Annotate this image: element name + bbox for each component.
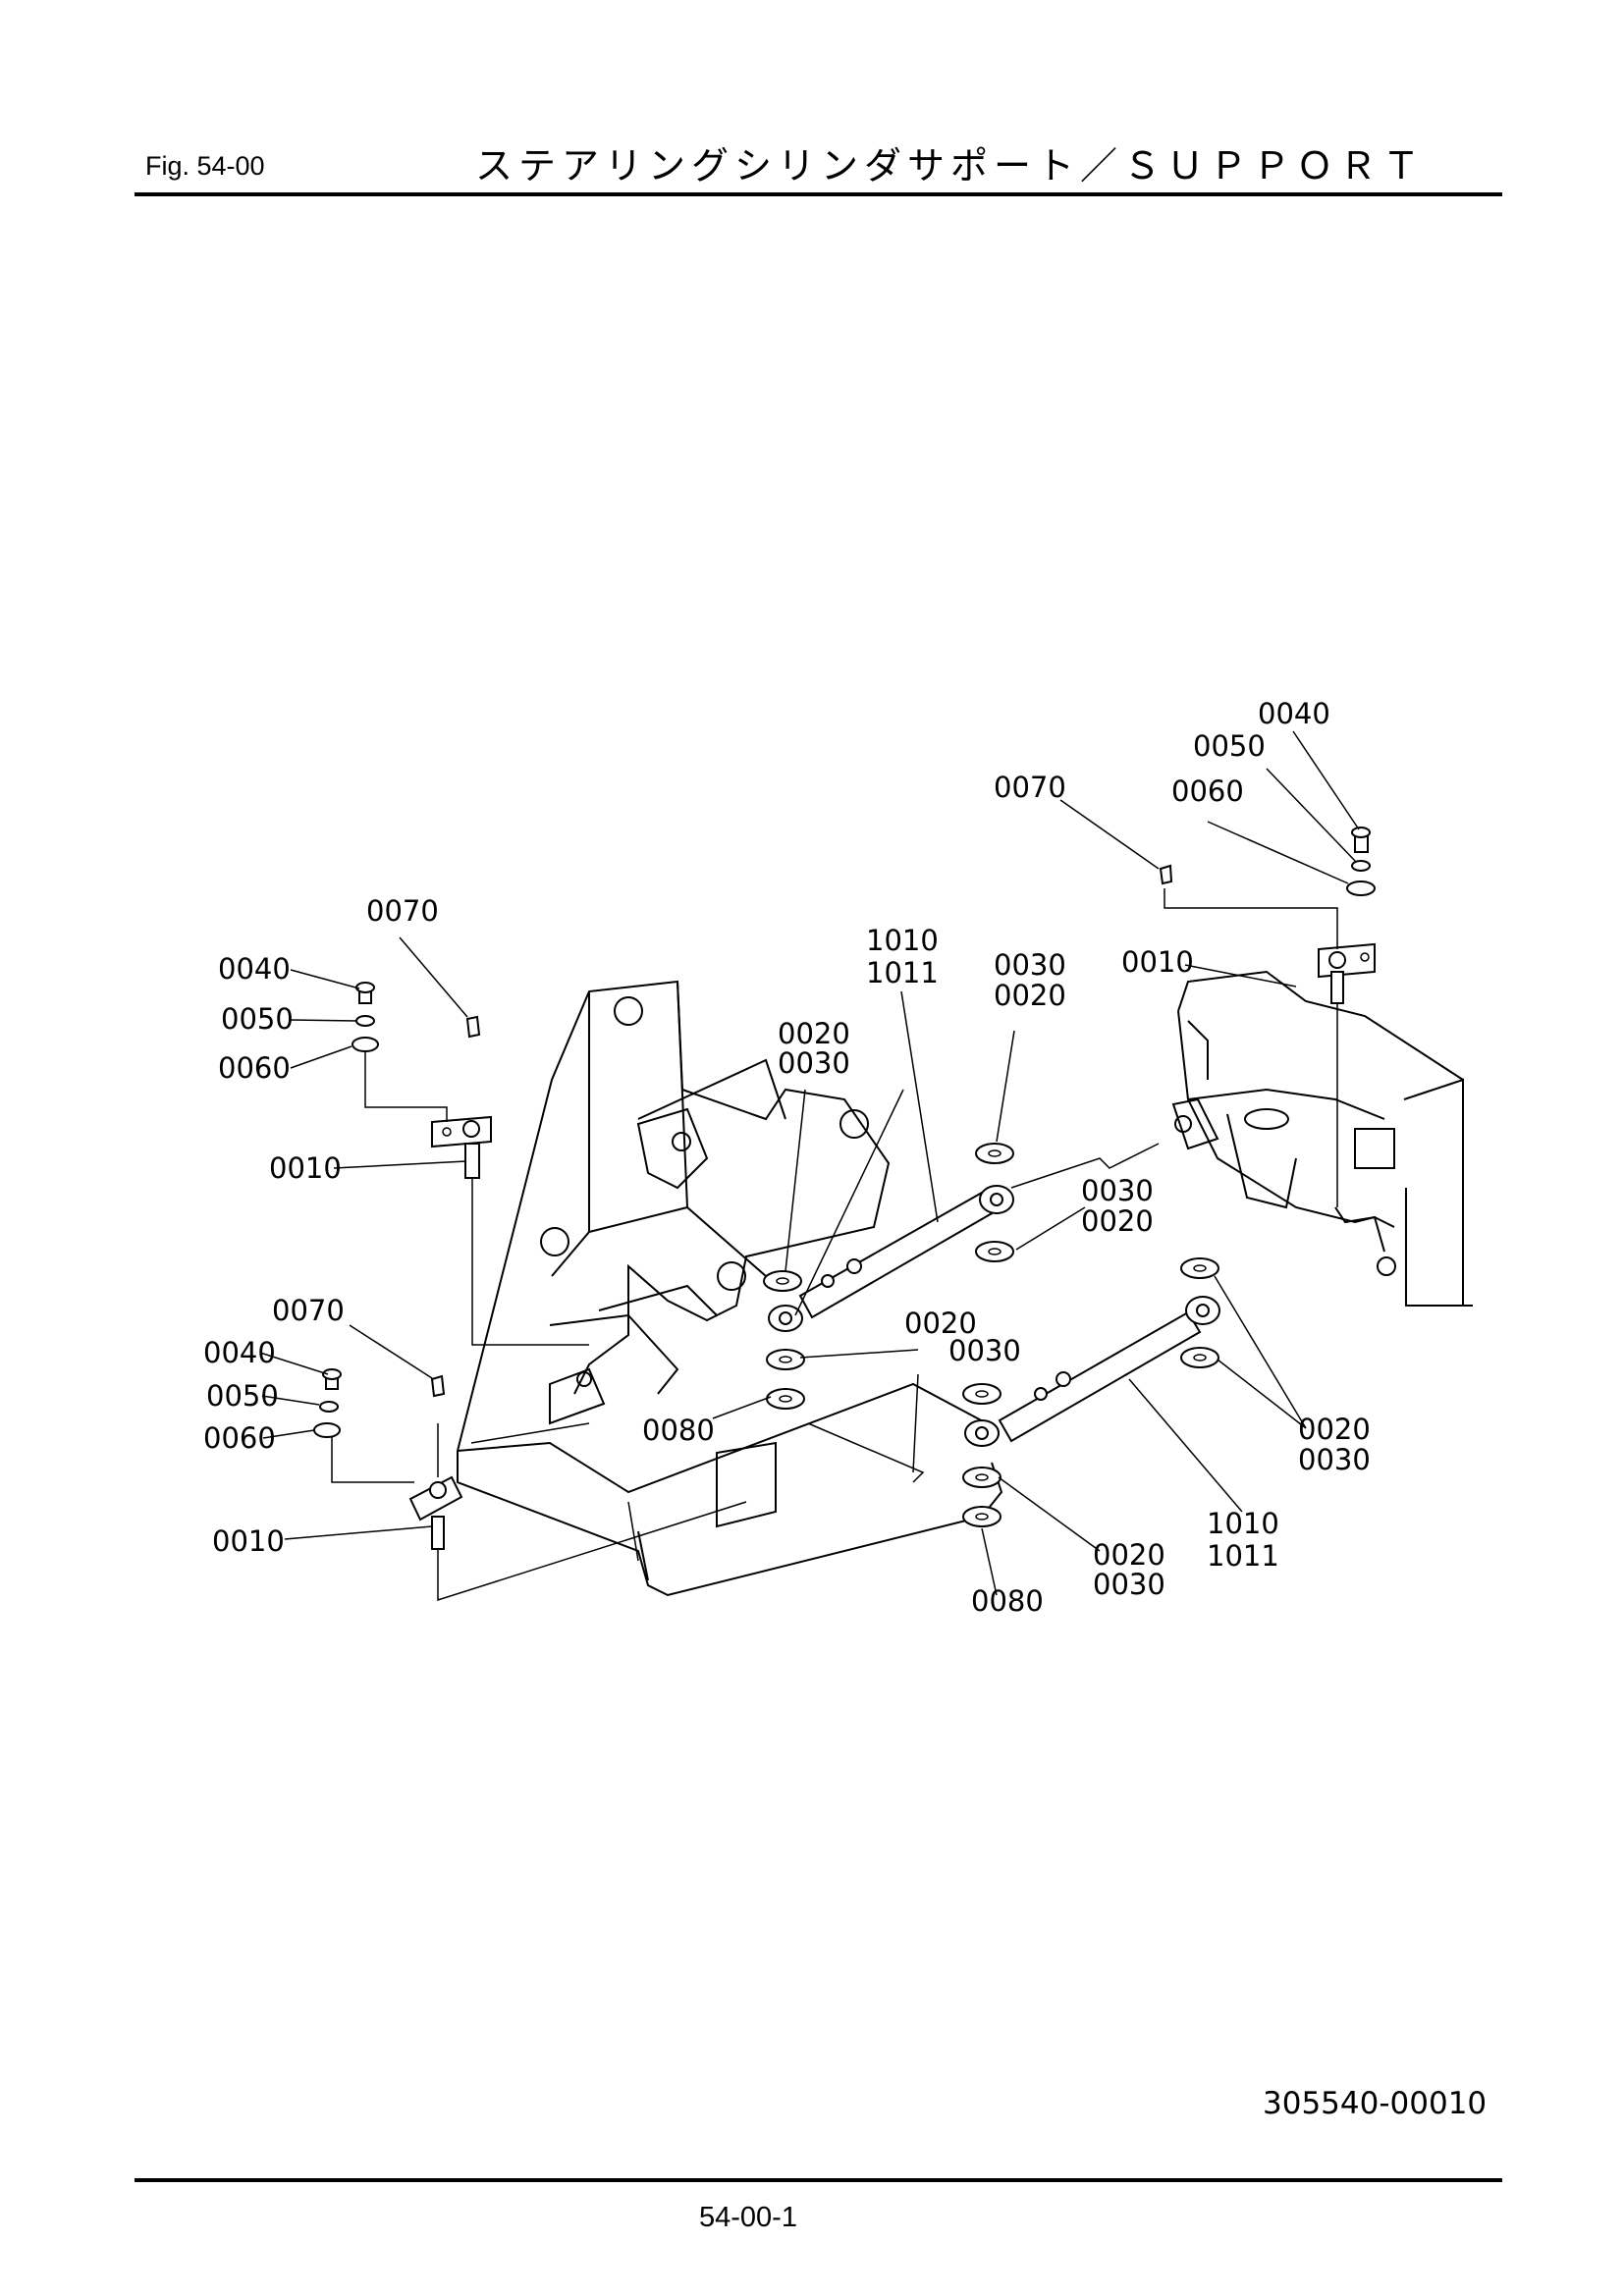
callout-tl-0010: 0010 bbox=[269, 1151, 342, 1185]
page-number: 54-00-1 bbox=[699, 2202, 797, 2233]
callout-cyl2-1010: 1010 bbox=[1207, 1507, 1279, 1540]
callout-cyl2-1011: 1011 bbox=[1207, 1539, 1279, 1573]
callout-bl-0010: 0010 bbox=[212, 1524, 285, 1558]
callout-r-0020: 0020 bbox=[1081, 1204, 1154, 1238]
callout-tl-0070: 0070 bbox=[366, 894, 439, 928]
callout-labels: 0040 0050 0070 0060 0010 0070 0040 0050 … bbox=[203, 697, 1371, 1618]
footer-rule bbox=[135, 2178, 1502, 2182]
figure-label: Fig. 54-00 bbox=[145, 151, 265, 181]
callout-tr-0060: 0060 bbox=[1171, 774, 1244, 808]
callout-tl-0060: 0060 bbox=[218, 1051, 291, 1085]
callout-ul-0020: 0020 bbox=[778, 1017, 850, 1050]
callout-bl-0060: 0060 bbox=[203, 1421, 276, 1455]
callout-tr-0010: 0010 bbox=[1121, 945, 1194, 979]
callout-b-0030: 0030 bbox=[1093, 1568, 1165, 1601]
page-title: ステアリングシリンダサポート／ＳＵＰＰＯＲＴ bbox=[475, 144, 1427, 187]
callout-bl-0040: 0040 bbox=[203, 1336, 276, 1369]
callout-b-0020: 0020 bbox=[1093, 1538, 1165, 1572]
callout-rr-0030: 0030 bbox=[1298, 1443, 1371, 1476]
callout-b-0080: 0080 bbox=[971, 1584, 1044, 1618]
callout-bl-0070: 0070 bbox=[272, 1294, 345, 1327]
pin-assembly-lower-left bbox=[313, 1368, 463, 1550]
callout-cyl1-1011: 1011 bbox=[866, 956, 939, 989]
callout-mid-0030: 0030 bbox=[994, 948, 1066, 982]
callout-rr-0020: 0020 bbox=[1298, 1413, 1371, 1446]
callout-tl-0040: 0040 bbox=[218, 952, 291, 986]
callout-mid-0020: 0020 bbox=[994, 979, 1066, 1012]
washers bbox=[763, 1143, 1219, 1527]
steering-cylinder-upper bbox=[768, 1185, 1014, 1332]
rear-frame bbox=[1171, 970, 1473, 1307]
callout-c-0030: 0030 bbox=[948, 1334, 1021, 1367]
front-frame bbox=[457, 980, 1003, 1597]
steering-cylinder-lower bbox=[964, 1296, 1220, 1447]
pin-assembly-upper-left bbox=[352, 982, 492, 1179]
callout-c-0080: 0080 bbox=[642, 1414, 715, 1447]
assembly-lines bbox=[331, 888, 1338, 1602]
callout-cyl1-1010: 1010 bbox=[866, 924, 939, 957]
callout-bl-0050: 0050 bbox=[206, 1379, 279, 1413]
callout-tr-0050: 0050 bbox=[1193, 729, 1266, 763]
pin-assembly-top-right bbox=[1159, 827, 1376, 1004]
drawing-number: 305540-00010 bbox=[1263, 2086, 1488, 2121]
header-rule bbox=[135, 192, 1502, 196]
callout-r-0030: 0030 bbox=[1081, 1174, 1154, 1207]
callout-tl-0050: 0050 bbox=[221, 1002, 294, 1036]
callout-ul-0030: 0030 bbox=[778, 1046, 850, 1080]
callout-tr-0040: 0040 bbox=[1258, 697, 1330, 730]
callout-c-0020: 0020 bbox=[904, 1307, 977, 1340]
leader-lines bbox=[259, 730, 1360, 1596]
callout-tr-0070: 0070 bbox=[994, 771, 1066, 804]
